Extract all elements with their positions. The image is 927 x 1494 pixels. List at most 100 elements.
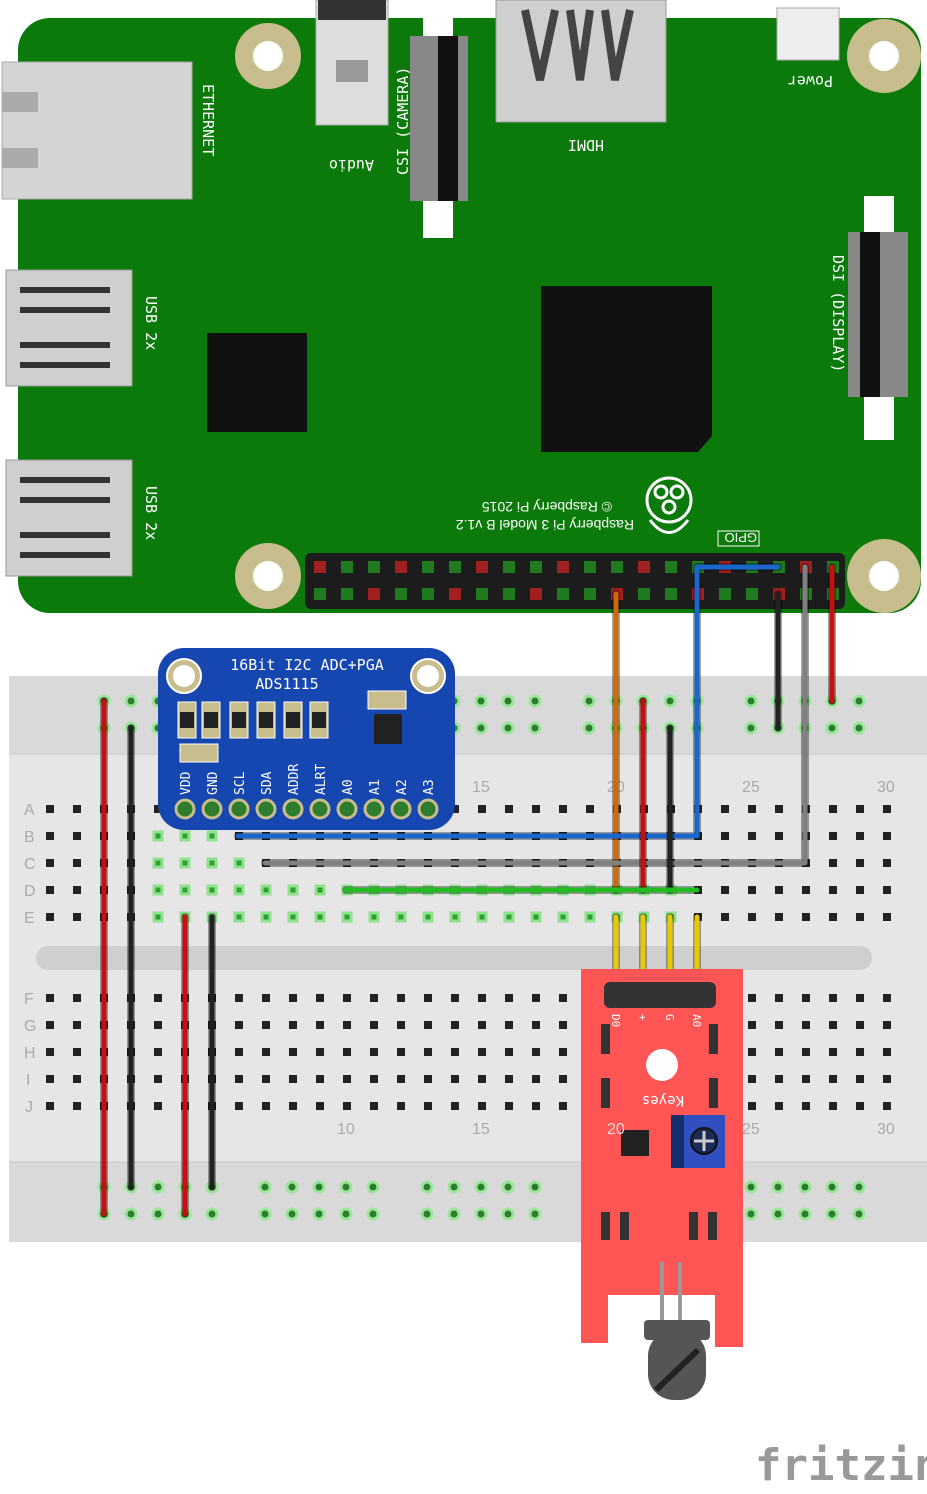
gpio-pin[interactable]: [368, 588, 380, 600]
breadboard-hole[interactable]: [829, 805, 837, 813]
power-rail-hole[interactable]: [501, 1180, 515, 1194]
gpio-pin[interactable]: [395, 561, 407, 573]
breadboard-hole[interactable]: [802, 994, 810, 1002]
power-rail-hole[interactable]: [339, 1207, 353, 1221]
breadboard-hole[interactable]: [46, 859, 54, 867]
breadboard-hole[interactable]: [368, 911, 380, 923]
breadboard-hole[interactable]: [748, 1075, 756, 1083]
breadboard-hole[interactable]: [829, 1075, 837, 1083]
breadboard-hole[interactable]: [559, 1102, 567, 1110]
breadboard-hole[interactable]: [397, 1021, 405, 1029]
breadboard-hole[interactable]: [73, 805, 81, 813]
breadboard-hole[interactable]: [316, 1075, 324, 1083]
breadboard-hole[interactable]: [316, 1021, 324, 1029]
breadboard-hole[interactable]: [856, 1102, 864, 1110]
power-rail-hole[interactable]: [447, 1180, 461, 1194]
breadboard-hole[interactable]: [883, 1048, 891, 1056]
breadboard-hole[interactable]: [532, 805, 540, 813]
breadboard-hole[interactable]: [46, 1048, 54, 1056]
breadboard-hole[interactable]: [883, 913, 891, 921]
breadboard-hole[interactable]: [73, 913, 81, 921]
breadboard-hole[interactable]: [883, 886, 891, 894]
breadboard-hole[interactable]: [883, 1102, 891, 1110]
breadboard-hole[interactable]: [152, 857, 164, 869]
breadboard-hole[interactable]: [233, 911, 245, 923]
gpio-pin[interactable]: [530, 561, 542, 573]
breadboard-hole[interactable]: [775, 913, 783, 921]
power-rail-hole[interactable]: [528, 721, 542, 735]
gpio-pin[interactable]: [476, 588, 488, 600]
breadboard-hole[interactable]: [748, 994, 756, 1002]
breadboard-hole[interactable]: [235, 1075, 243, 1083]
breadboard-hole[interactable]: [314, 911, 326, 923]
adc-pin-sda[interactable]: [255, 798, 277, 820]
adc-pin-a0[interactable]: [336, 798, 358, 820]
breadboard-hole[interactable]: [856, 886, 864, 894]
gpio-pin[interactable]: [422, 588, 434, 600]
adc-pin-a3[interactable]: [417, 798, 439, 820]
power-rail-hole[interactable]: [852, 1180, 866, 1194]
breadboard-hole[interactable]: [883, 1075, 891, 1083]
breadboard-hole[interactable]: [748, 832, 756, 840]
breadboard-hole[interactable]: [505, 805, 513, 813]
breadboard-hole[interactable]: [73, 994, 81, 1002]
gpio-pin[interactable]: [449, 561, 461, 573]
breadboard-hole[interactable]: [802, 913, 810, 921]
breadboard-hole[interactable]: [829, 886, 837, 894]
breadboard-hole[interactable]: [802, 886, 810, 894]
power-rail-hole[interactable]: [771, 1180, 785, 1194]
breadboard-hole[interactable]: [802, 1048, 810, 1056]
breadboard-hole[interactable]: [154, 1102, 162, 1110]
power-rail-hole[interactable]: [124, 1207, 138, 1221]
breadboard-hole[interactable]: [46, 913, 54, 921]
breadboard-hole[interactable]: [856, 805, 864, 813]
breadboard-hole[interactable]: [154, 994, 162, 1002]
gpio-pin[interactable]: [422, 561, 434, 573]
breadboard-hole[interactable]: [883, 832, 891, 840]
breadboard-hole[interactable]: [235, 1048, 243, 1056]
power-rail-hole[interactable]: [825, 721, 839, 735]
breadboard-hole[interactable]: [343, 994, 351, 1002]
breadboard-hole[interactable]: [451, 1021, 459, 1029]
breadboard-hole[interactable]: [775, 994, 783, 1002]
breadboard-hole[interactable]: [424, 1102, 432, 1110]
breadboard-hole[interactable]: [73, 1102, 81, 1110]
gpio-pin[interactable]: [449, 588, 461, 600]
breadboard-hole[interactable]: [152, 884, 164, 896]
breadboard-hole[interactable]: [397, 1102, 405, 1110]
breadboard-hole[interactable]: [395, 911, 407, 923]
power-rail-hole[interactable]: [744, 1180, 758, 1194]
power-rail-hole[interactable]: [528, 1180, 542, 1194]
gpio-pin[interactable]: [665, 561, 677, 573]
gpio-pin[interactable]: [557, 561, 569, 573]
power-rail-hole[interactable]: [366, 1180, 380, 1194]
breadboard-hole[interactable]: [73, 886, 81, 894]
breadboard-hole[interactable]: [235, 994, 243, 1002]
breadboard-hole[interactable]: [370, 1048, 378, 1056]
breadboard-hole[interactable]: [478, 1102, 486, 1110]
breadboard-hole[interactable]: [262, 1021, 270, 1029]
breadboard-hole[interactable]: [829, 1021, 837, 1029]
gpio-pin[interactable]: [584, 588, 596, 600]
power-rail-hole[interactable]: [852, 1207, 866, 1221]
breadboard-hole[interactable]: [154, 1075, 162, 1083]
breadboard-hole[interactable]: [46, 805, 54, 813]
breadboard-hole[interactable]: [478, 805, 486, 813]
power-rail-hole[interactable]: [366, 1207, 380, 1221]
power-rail-hole[interactable]: [474, 1180, 488, 1194]
breadboard-hole[interactable]: [505, 1021, 513, 1029]
breadboard-hole[interactable]: [262, 994, 270, 1002]
gpio-pin[interactable]: [530, 588, 542, 600]
breadboard-hole[interactable]: [179, 830, 191, 842]
gpio-pin[interactable]: [638, 561, 650, 573]
breadboard-hole[interactable]: [451, 1075, 459, 1083]
breadboard-hole[interactable]: [260, 911, 272, 923]
breadboard-hole[interactable]: [775, 886, 783, 894]
breadboard-hole[interactable]: [883, 859, 891, 867]
power-rail-hole[interactable]: [852, 721, 866, 735]
breadboard-hole[interactable]: [316, 994, 324, 1002]
adc-pin-a2[interactable]: [390, 798, 412, 820]
power-rail-hole[interactable]: [744, 721, 758, 735]
power-rail-hole[interactable]: [582, 694, 596, 708]
breadboard-hole[interactable]: [586, 805, 594, 813]
